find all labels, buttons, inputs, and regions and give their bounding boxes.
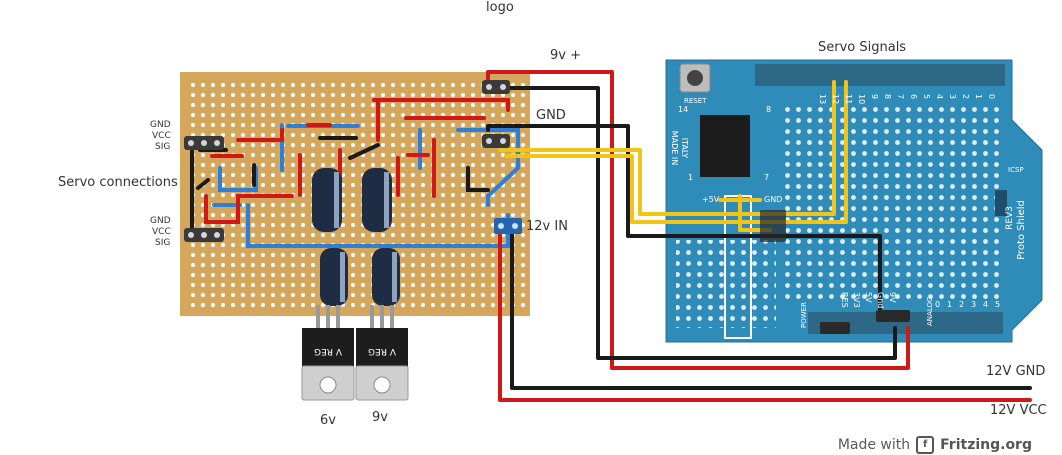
digital-header: [755, 64, 1005, 86]
label-12v-in: 12v IN: [526, 219, 568, 234]
reg-6v-marking: V REG: [314, 346, 342, 356]
digital-pin-label-0: 0: [987, 94, 996, 99]
pin-label-gnd-bottom: GND: [150, 216, 171, 226]
power-pin-label-2: 5V: [864, 292, 873, 303]
digital-pin-label-9: 9: [870, 94, 879, 99]
digital-pin-label-13: 13: [818, 94, 827, 104]
label-9v: 9v: [372, 410, 388, 425]
pin-label-vcc-top: VCC: [152, 131, 171, 141]
analog-pin-label-1: 1: [947, 300, 952, 309]
reg-9v-marking: V REG: [368, 346, 396, 356]
connectors: [184, 80, 910, 334]
digital-pin-label-4: 4: [935, 94, 944, 99]
digital-pin-label-1: 1: [974, 94, 983, 99]
shield-analog: ANALOG: [926, 297, 934, 326]
regulator-6v: [301, 305, 355, 401]
analog-pin-label-5: 5: [995, 300, 1000, 309]
shield-pin-14: 14: [678, 105, 688, 114]
shield-made-in: MADE IN: [670, 131, 679, 165]
label-servo-signals: Servo Signals: [818, 40, 907, 55]
digital-pin-label-11: 11: [844, 94, 853, 104]
stripboard: [180, 72, 530, 316]
shield-power: POWER: [800, 302, 808, 328]
analog-pin-label-3: 3: [971, 300, 976, 309]
pin-label-sig-top: SIG: [155, 142, 171, 152]
red-jumpers: [204, 98, 510, 224]
power-pin-label-0: RES: [840, 292, 849, 308]
label-9v-plus: 9v +: [550, 48, 581, 63]
fritzing-logo-icon: f: [916, 436, 935, 454]
digital-pin-label-12: 12: [831, 94, 840, 104]
diagram-title: logo: [486, 0, 514, 15]
label-6v: 6v: [320, 413, 336, 428]
pin-label-vcc-bottom: VCC: [152, 227, 171, 237]
icsp-header: [995, 190, 1007, 216]
fritzing-footer: Made with f Fritzing.org: [838, 436, 1032, 454]
power-pin-label-4: 9V: [888, 292, 897, 303]
digital-pin-label-5: 5: [922, 94, 931, 99]
shield-name: Proto Shield: [1016, 200, 1027, 260]
digital-pin-label-8: 8: [883, 94, 892, 99]
servo-connections-label: Servo connections: [58, 175, 178, 190]
power-analog-header: [808, 312, 1003, 334]
digital-pin-label-6: 6: [909, 94, 918, 99]
label-12v-vcc: 12V VCC: [990, 403, 1047, 418]
pin-label-gnd-top: GND: [150, 120, 171, 130]
power-pin-label-3: Gnd: [876, 292, 885, 308]
shield-5v: +5V: [702, 195, 720, 204]
shield-pin-7: 7: [764, 173, 769, 182]
capacitors: [312, 168, 400, 306]
analog-pin-label-0: 0: [935, 300, 940, 309]
proto-shield: [665, 59, 1043, 343]
shield-icsp: ICSP: [1008, 166, 1024, 174]
label-12v-gnd: 12V GND: [986, 364, 1046, 379]
fritzing-brand: Fritzing.org: [940, 437, 1032, 453]
analog-pin-label-4: 4: [983, 300, 988, 309]
shield-italy: ITALY: [680, 138, 689, 158]
analog-pin-label-2: 2: [959, 300, 964, 309]
shield-reset-label: RESET: [684, 97, 707, 105]
digital-pin-label-10: 10: [857, 94, 866, 104]
digital-pin-label-3: 3: [948, 94, 957, 99]
shield-silkscreen: RESET Proto Shield REV3 MADE IN ITALY IC…: [670, 97, 1027, 328]
shield-rev: REV3: [1005, 206, 1015, 230]
shield-pin-8: 8: [766, 105, 771, 114]
made-with-text: Made with: [837, 437, 911, 453]
shield-pin-1: 1: [688, 173, 693, 182]
regulator-9v: [355, 305, 409, 401]
shield-gnd: GND: [764, 195, 782, 204]
digital-pin-label-7: 7: [896, 94, 905, 99]
power-pin-label-1: 3V3: [852, 292, 861, 308]
label-gnd: GND: [536, 108, 566, 123]
external-wires: [486, 70, 1032, 402]
digital-pin-label-2: 2: [961, 94, 970, 99]
chip: [700, 115, 750, 177]
pin-label-sig-bottom: SIG: [155, 238, 171, 248]
